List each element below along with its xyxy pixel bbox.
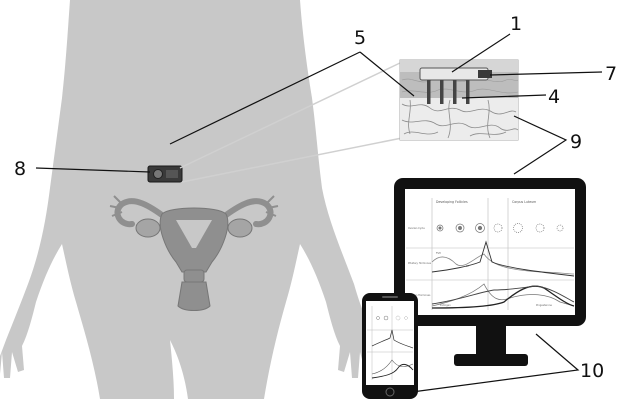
phone-screen (366, 301, 414, 385)
callout-9: 9 (570, 131, 582, 153)
callout-4: 4 (548, 86, 560, 108)
cervix (184, 270, 204, 282)
chart-label-fsh: FSH (436, 252, 441, 255)
battery-module (478, 70, 492, 78)
device-housing (420, 68, 488, 80)
callout-5: 5 (354, 27, 366, 49)
callout-10: 10 (580, 360, 604, 382)
chart-row-ovarian-cycle: Ovarian Cycle (408, 227, 425, 230)
ovary-left (136, 219, 160, 237)
body-silhouette (0, 0, 386, 399)
chart-header-right: Corpus Luteum (512, 200, 536, 204)
chart-label-progesterone: Progesterone (536, 304, 552, 307)
leader-9 (514, 116, 566, 174)
chart-label-estrogen: Estrogen (440, 304, 451, 307)
chart-row-pituitary: Pituitary Hormones (408, 262, 432, 265)
tissue-cross-section (400, 60, 518, 140)
smartphone (362, 293, 418, 399)
implant-device (148, 166, 182, 182)
monitor-screen (405, 189, 575, 315)
monitor-base (454, 354, 528, 366)
callout-8: 8 (14, 158, 26, 180)
callout-1: 1 (510, 13, 522, 35)
desktop-monitor: Developing Follicles Corpus Luteum Ovari… (394, 178, 586, 366)
ovary-right (228, 219, 252, 237)
vagina (178, 282, 210, 311)
monitor-neck (476, 326, 506, 356)
chart-header-left: Developing Follicles (436, 200, 468, 204)
callout-7: 7 (605, 63, 617, 85)
phone-speaker (382, 296, 398, 298)
